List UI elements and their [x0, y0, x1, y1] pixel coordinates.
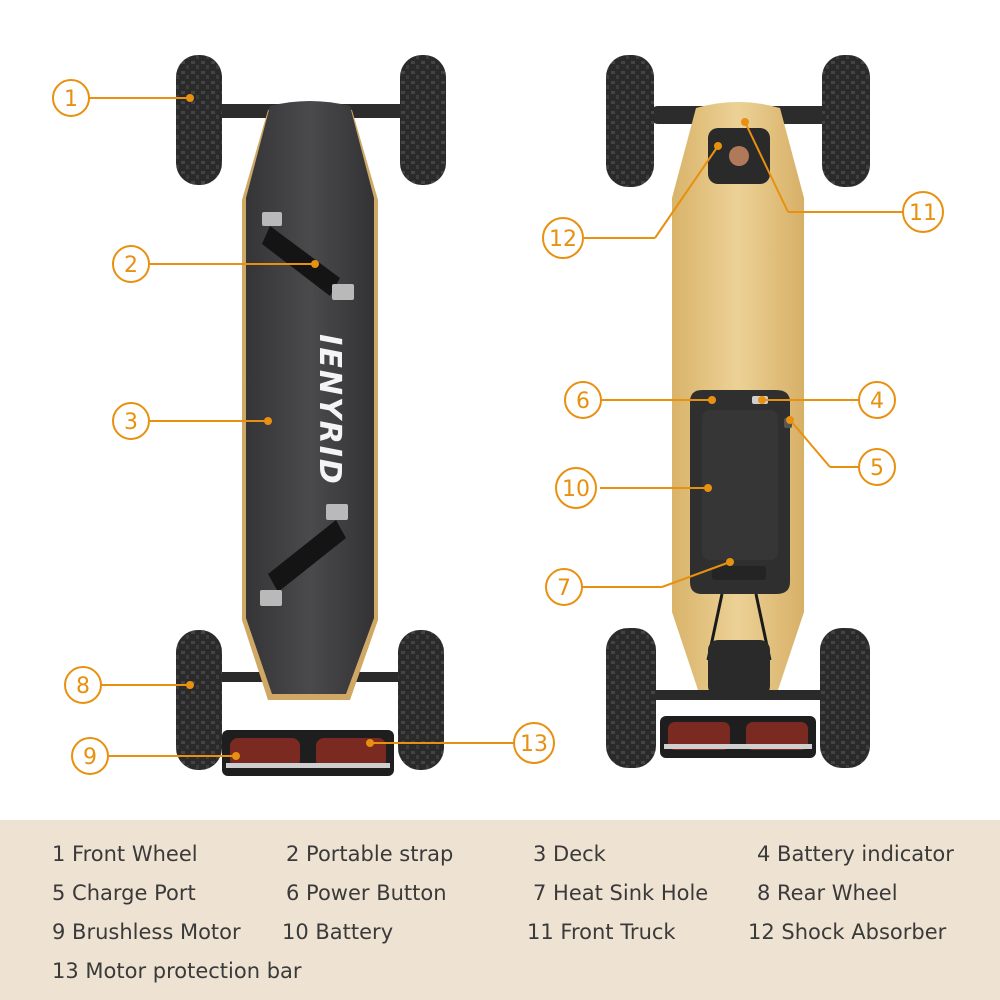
motor-left — [230, 738, 300, 768]
callout-dots — [186, 94, 794, 760]
callout-12: 12 — [549, 227, 577, 252]
parts-legend: 1 Front Wheel 2 Portable strap 3 Deck 4 … — [0, 820, 1000, 1000]
callout-1: 1 — [64, 87, 78, 112]
callout-2: 2 — [124, 253, 138, 278]
legend-item-battery-indicator: 4 Battery indicator — [757, 842, 954, 866]
callout-leaders — [89, 97, 905, 757]
motor-right-bottom — [746, 722, 808, 750]
heat-sink-hole — [712, 566, 766, 580]
strap-front — [262, 212, 354, 300]
motor-left-bottom — [668, 722, 730, 750]
front-wheel-left — [176, 55, 222, 185]
legend-item-brushless-motor: 9 Brushless Motor — [52, 920, 241, 944]
legend-item-charge-port: 5 Charge Port — [52, 881, 196, 905]
board-top-view: IENYRID — [176, 55, 446, 776]
legend-item-motor-protection-bar: 13 Motor protection bar — [52, 959, 302, 983]
legend-item-deck: 3 Deck — [533, 842, 606, 866]
callout-3: 3 — [124, 410, 138, 435]
brand-logo: IENYRID — [312, 334, 347, 486]
callout-numbers: 1 2 3 4 5 6 7 8 9 10 11 12 13 — [64, 87, 937, 770]
callout-11: 11 — [909, 201, 937, 226]
callout-6: 6 — [576, 389, 590, 414]
callout-4: 4 — [870, 389, 884, 414]
strap-rear — [260, 504, 348, 606]
legend-item-heat-sink-hole: 7 Heat Sink Hole — [533, 881, 709, 905]
front-wheel-right — [400, 55, 446, 185]
rear-wheel-right — [398, 630, 444, 770]
legend-item-front-wheel: 1 Front Wheel — [52, 842, 198, 866]
callout-5: 5 — [870, 456, 884, 481]
legend-item-battery: 10 Battery — [282, 920, 394, 944]
rear-shock-absorber — [708, 640, 770, 696]
callout-8: 8 — [76, 674, 90, 699]
callout-13: 13 — [520, 732, 548, 757]
board-bottom-view — [606, 55, 870, 768]
rear-wheel-left — [176, 630, 222, 770]
rear-wheel-left-bottom — [606, 628, 656, 768]
legend-item-rear-wheel: 8 Rear Wheel — [757, 881, 898, 905]
legend-item-power-button: 6 Power Button — [286, 881, 447, 905]
front-wheel-left-bottom — [606, 55, 654, 187]
rear-wheel-right-bottom — [820, 628, 870, 768]
callout-7: 7 — [557, 576, 571, 601]
legend-item-front-truck: 11 Front Truck — [527, 920, 676, 944]
callout-10: 10 — [562, 477, 590, 502]
motor-protection-bar — [226, 763, 390, 768]
front-wheel-right-bottom — [822, 55, 870, 187]
callout-9: 9 — [83, 745, 97, 770]
legend-item-portable-strap: 2 Portable strap — [286, 842, 454, 866]
legend-item-shock-absorber: 12 Shock Absorber — [748, 920, 947, 944]
callout-badges — [52, 79, 944, 775]
product-illustration: IENYRID — [52, 55, 944, 776]
